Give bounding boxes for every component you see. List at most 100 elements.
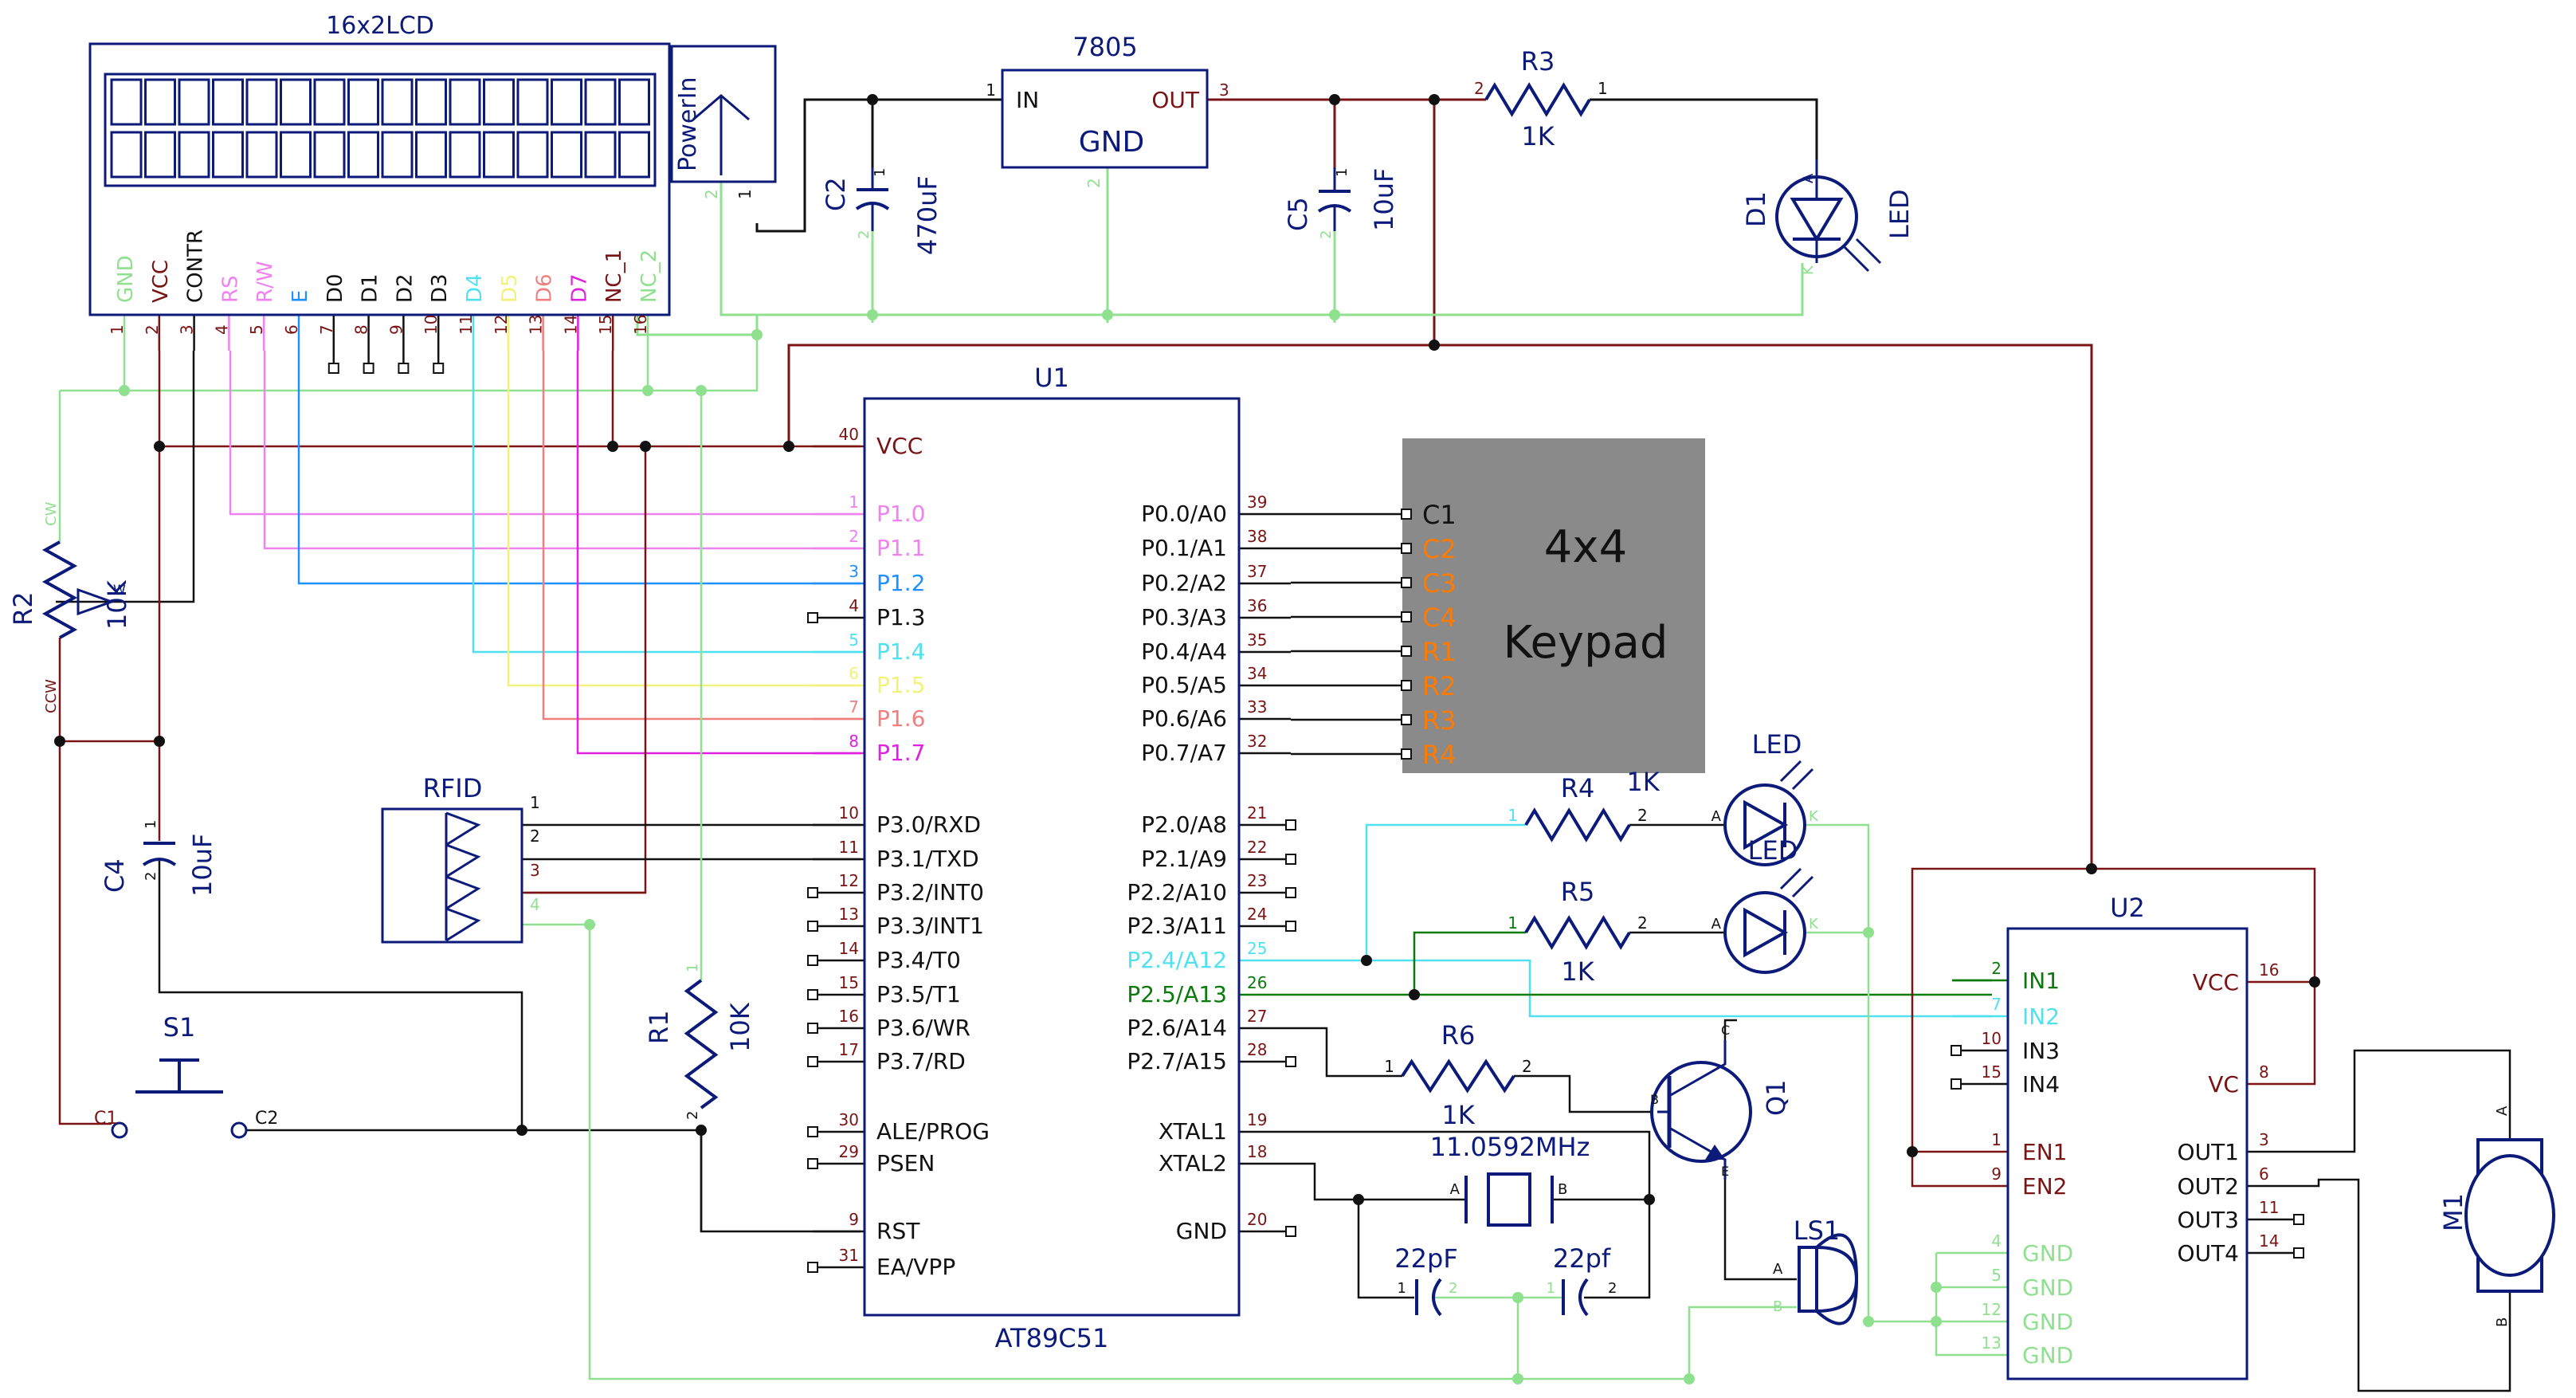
wire [58,741,112,1125]
lcd-char-cell [483,131,515,179]
led-top-value: LED [1748,835,1798,866]
lcd-pin-d3: D3 [428,273,452,303]
pin-number: 23 [1247,871,1267,890]
lcd-pin-r/w: R/W [253,261,277,303]
r2-wiper [76,587,116,616]
lcd-pin-number: 3 [178,324,197,335]
pin-number: 2 [1637,913,1648,933]
ls1-magnet [1798,1246,1818,1313]
lcd-pin-number: 1 [108,324,127,335]
u2-pin-out3: OUT3 [2178,1207,2239,1233]
rfid-body [381,807,523,944]
junction-dot [783,441,794,452]
u1-pin-p0-6-a6: P0.6/A6 [1141,705,1227,732]
u1-pin-p2-4-a12: P2.4/A12 [1127,947,1227,973]
wire [1291,1130,1651,1200]
pin-number: 5 [849,630,859,650]
lcd-char-cell [280,131,312,179]
u1-pin-p0-7-a7: P0.7/A7 [1141,740,1227,766]
wire [247,1129,861,1233]
pin-number: 35 [1247,630,1267,650]
r2-cw: CW [43,501,60,526]
pin-number: 15 [1982,1062,2002,1082]
junction-dot [1353,1194,1364,1205]
lcd-char-cell [449,78,481,126]
q1-collector [1668,1040,1727,1098]
u2-pin-gnd-13: GND [2022,1342,2073,1369]
u1-pin-p1-6: P1.6 [876,705,925,732]
pin-number: 34 [1247,664,1267,683]
u2-pin-in3-10: IN3 [2022,1038,2060,1064]
d1-arrow [1843,245,1870,273]
lcd-pin-d2: D2 [393,273,417,303]
wire [576,351,861,755]
wire [542,351,861,721]
u1-pin-ea-vpp: EA/VPP [876,1254,955,1280]
lcd-char-cell [110,78,143,126]
keypad-pin-c2: C2 [1422,534,1457,564]
nc-marker [363,363,374,374]
nc-marker [398,363,410,374]
junction-dot [751,329,763,340]
keypad-pin-r3: R3 [1422,705,1457,736]
lcd-pin-number: 15 [596,315,615,335]
lcd-char-cell [212,78,244,126]
u1-pin-p2-5-a13: P2.5/A13 [1127,981,1227,1007]
nc-marker [2293,1214,2304,1225]
c2-value: 470uF [912,175,943,255]
pin-letter: A [1773,1261,1783,1278]
pin-number: 4 [849,596,859,615]
pin-number: 31 [839,1246,859,1265]
pin-letter: E [1721,1164,1729,1179]
junction-dot [640,441,651,452]
pin-number: 1 [986,81,996,100]
nc-marker [433,363,445,374]
u1-pin-p3-4-t0: P3.4/T0 [876,947,961,973]
lcd-char-cell [144,78,176,126]
keypad-subtitle: Keypad [1504,617,1668,669]
u1-pin-p2-7-a15: P2.7/A15 [1127,1048,1227,1074]
junction-dot [154,441,165,452]
r5-zigzag [1524,915,1631,950]
pin-number: 3 [849,562,859,581]
wire [1584,1200,1651,1299]
pin-number: 28 [1247,1040,1267,1059]
lcd-char-cell [245,78,278,126]
lcd-pin-vcc: VCC [149,260,173,303]
r2-ccw: CCW [43,679,60,713]
nc-marker [807,612,818,623]
u1-pin-p1-0: P1.0 [876,501,925,527]
junction-dot [2309,976,2320,988]
d1-name: D1 [1741,191,1771,227]
junction-dot [1429,340,1440,351]
pin-number: 16 [2259,960,2279,980]
lcd-pin-number: 4 [212,324,231,335]
junctions-layer [54,94,2320,1384]
wire [158,859,523,1130]
u1-pin-p0-0-a0: P0.0/A0 [1141,501,1227,527]
lcd-pin-number: 8 [352,324,371,335]
u1-pin-p2-6-a14: P2.6/A14 [1127,1015,1227,1041]
nc-marker [807,989,818,1000]
junction-dot [1931,1316,1942,1327]
regulator-gnd: GND [1079,126,1145,159]
pin-letter: A [1711,916,1722,933]
u1-pin-ale-prog: ALE/PROG [876,1118,990,1145]
regulator-in: IN [1016,87,1039,113]
regulator-out: OUT [1151,87,1200,113]
pin-number: 9 [849,1210,859,1229]
lcd-char-cell [178,131,210,179]
c-right-plate-curved [1578,1278,1589,1317]
junction-dot [1429,94,1440,105]
rfid-name: RFID [423,773,483,803]
junction-dot [1644,1194,1655,1205]
pin-number: 11 [839,838,859,857]
junction-dot [1102,309,1113,320]
pin-number: 11 [2259,1198,2279,1217]
lcd-pin-number: 11 [457,315,476,335]
u2-body [2006,927,2249,1380]
lcd-pin-d4: D4 [463,273,487,303]
lcd-pin-d6: D6 [533,273,557,303]
wire [1911,867,2092,1153]
wire [1805,823,1870,933]
